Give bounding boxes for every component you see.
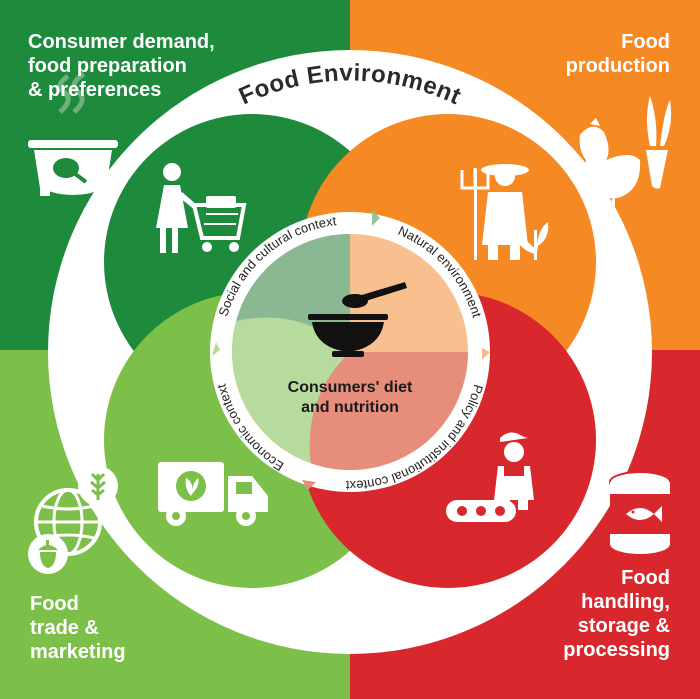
chicken-and-carrot-icon [579,96,672,206]
bowl-and-spoon-icon [308,282,407,357]
farmer-with-pitchfork-icon [460,164,549,260]
consumers-diet-label: Consumers' diet and nutrition [287,379,413,416]
pot-with-chicken-leg-icon [28,71,118,196]
food-handling-label: Food handling, storage & processing [563,567,670,661]
globe-with-grain-and-acorn-icon [28,466,118,574]
food-trade-label: Food trade & marketing [30,593,126,663]
delivery-truck-icon [158,462,268,526]
factory-worker-conveyor-icon [446,432,534,522]
fish-can-icon [609,471,671,554]
consumer-demand-label: Consumer demand, food preparation & pref… [28,31,215,101]
food-production-label: Food production [565,31,670,77]
shopper-with-cart-icon [156,163,247,253]
context-ring-dividers [212,210,490,490]
